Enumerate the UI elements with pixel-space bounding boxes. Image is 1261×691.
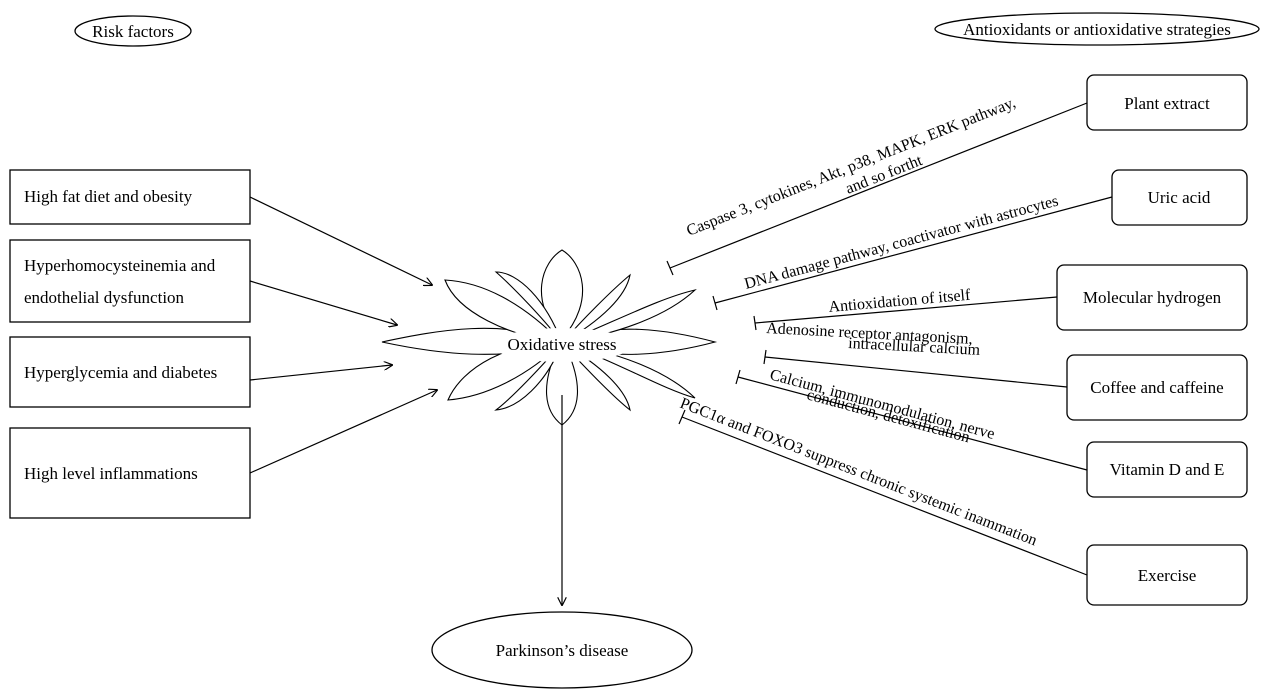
risk-factor-label: Hyperglycemia and diabetes bbox=[24, 363, 217, 382]
parkinsons-label: Parkinson’s disease bbox=[496, 641, 629, 660]
risk-factors-header: Risk factors bbox=[74, 15, 192, 47]
inhibit-uric-acid bbox=[712, 196, 1113, 311]
risk-factor-inflammations: High level inflammations bbox=[9, 427, 251, 519]
risk-factor-label: High level inflammations bbox=[24, 464, 198, 483]
antioxidant-label: Vitamin D and E bbox=[1110, 460, 1225, 479]
pathway-label: intracellular calcium bbox=[848, 335, 981, 359]
pathway-label: PGC1α and FOXO3 suppress chronic systemi… bbox=[678, 395, 1040, 549]
risk-factors-header-text: Risk factors bbox=[92, 22, 174, 41]
risk-factor-label: High fat diet and obesity bbox=[24, 187, 193, 206]
inhibit-plant-extract bbox=[666, 102, 1088, 276]
parkinsons-disease: Parkinson’s disease bbox=[431, 611, 693, 689]
antioxidant-label: Plant extract bbox=[1124, 94, 1210, 113]
oxidative-stress-label: Oxidative stress bbox=[507, 335, 616, 354]
arrow-hyperglycemia bbox=[249, 365, 392, 381]
antioxidant-plant-extract: Plant extract bbox=[1086, 74, 1248, 131]
arrow-high-fat-diet bbox=[249, 196, 432, 285]
inhibit-vitamin-d-e bbox=[735, 369, 1088, 471]
risk-factor-hyperglycemia: Hyperglycemia and diabetes bbox=[9, 336, 251, 408]
antioxidant-uric-acid: Uric acid bbox=[1111, 169, 1248, 226]
risk-factor-high-fat-diet: High fat diet and obesity bbox=[9, 169, 251, 225]
risk-factor-label: Hyperhomocysteinemia and bbox=[24, 256, 216, 275]
antioxidant-vitamin-d-e: Vitamin D and E bbox=[1086, 441, 1248, 498]
antioxidant-label: Molecular hydrogen bbox=[1083, 288, 1222, 307]
risk-factor-hyperhomocysteinemia: Hyperhomocysteinemia and endothelial dys… bbox=[9, 239, 251, 323]
antioxidant-label: Coffee and caffeine bbox=[1090, 378, 1223, 397]
antioxidant-label: Exercise bbox=[1138, 566, 1197, 585]
arrow-inflammations bbox=[249, 390, 437, 474]
antioxidant-molecular-hydrogen: Molecular hydrogen bbox=[1056, 264, 1248, 331]
inhibit-coffee-caffeine bbox=[763, 349, 1068, 388]
antioxidant-exercise: Exercise bbox=[1086, 544, 1248, 606]
antioxidants-header: Antioxidants or antioxidative strategies bbox=[934, 12, 1260, 46]
inhibit-molecular-hydrogen bbox=[753, 296, 1058, 331]
oxidative-stress-flower: Oxidative stress bbox=[381, 249, 718, 426]
pathway-label: Antioxidation of itself bbox=[828, 287, 972, 316]
arrow-hyperhomocysteinemia bbox=[249, 280, 397, 325]
antioxidant-label: Uric acid bbox=[1148, 188, 1211, 207]
risk-factor-label: endothelial dysfunction bbox=[24, 288, 185, 307]
antioxidant-coffee-caffeine: Coffee and caffeine bbox=[1066, 354, 1248, 421]
inhibit-exercise bbox=[678, 409, 1088, 576]
antioxidants-header-text: Antioxidants or antioxidative strategies bbox=[963, 20, 1231, 39]
pathway-label: DNA damage pathway, coactivator with ast… bbox=[743, 193, 1061, 293]
